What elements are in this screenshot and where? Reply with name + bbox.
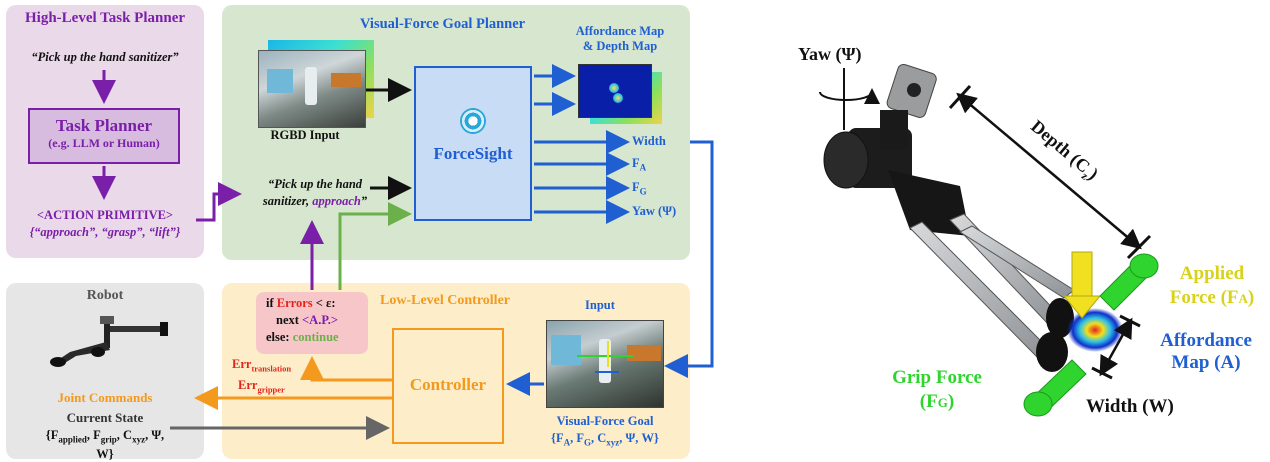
language-prompt: “Pick up the hand sanitizer, approach” <box>230 176 400 210</box>
action-primitive-set: {“approach”, “grasp”, “lift”} <box>29 225 181 239</box>
affordance-label-line-1: Affordance Map <box>575 24 665 38</box>
gripper-body <box>888 170 970 236</box>
prompt-text: sanitizer, <box>262 194 313 208</box>
goal-input-image <box>546 320 664 408</box>
yaw-label: Yaw (Ψ) <box>798 44 862 64</box>
robot-title: Robot <box>86 288 124 303</box>
controller-box: Controller <box>392 328 504 444</box>
output-width: Width <box>632 134 666 148</box>
forcesight-model-name: ForceSight <box>433 144 513 163</box>
error-labels: Errtranslation Errgripper <box>232 357 292 394</box>
task-planner-box-sub: (e.g. LLM or Human) <box>48 136 160 150</box>
rgbd-input-image <box>258 50 366 128</box>
gripper-illustration <box>819 63 1159 417</box>
condition-next-line: next <A.P.> <box>276 313 339 327</box>
arrow-primitive-to-prompt <box>196 182 242 222</box>
width-arrow <box>1099 317 1133 377</box>
current-state-label: Current State <box>66 410 144 425</box>
applied-force-label: Applied Force (FA) <box>1169 263 1255 308</box>
affordance-heatmap <box>1067 308 1123 352</box>
affordance-label-line-2: & Depth Map <box>582 39 658 53</box>
prompt-quote: ” <box>360 194 368 208</box>
task-planner-box: Task Planner (e.g. LLM or Human) <box>28 108 180 164</box>
task-instruction: “Pick up the hand sanitizer” <box>31 50 179 64</box>
task-planner-title: High-Level Task Planner <box>24 10 186 26</box>
grip-force-label: Grip Force (FG) <box>892 367 982 412</box>
rgbd-input-label: RGBD Input <box>270 128 340 142</box>
forcesight-model-box: ForceSight <box>414 66 532 221</box>
robot-panel <box>6 283 204 459</box>
output-applied-force: FA <box>632 156 647 173</box>
visual-force-goal-label: Visual-Force Goal <box>556 414 654 428</box>
prompt-line-2: sanitizer, approach” <box>230 193 400 210</box>
condition-if-line: if Errors < ε: <box>266 296 336 310</box>
arrow-controller-to-errors <box>300 356 392 382</box>
flow-arrows <box>92 64 714 440</box>
action-primitive-label: <ACTION PRIMITIVE> <box>36 208 174 222</box>
joint-commands-label: Joint Commands <box>57 390 153 405</box>
output-yaw: Yaw (Ψ) <box>632 204 677 218</box>
controller-label: Controller <box>409 375 487 394</box>
goal-planner-title: Visual-Force Goal Planner <box>360 16 526 32</box>
condition-else-line: else: continue <box>266 330 339 344</box>
prompt-line-1: “Pick up the hand <box>267 177 363 191</box>
forcesight-logo-icon <box>460 108 486 134</box>
condition-box: if Errors < ε: next <A.P.> else: continu… <box>256 292 368 354</box>
applied-force-arrow-icon <box>1071 251 1093 299</box>
arrow-goal-to-controller-input <box>664 140 714 378</box>
task-planner-box-title: Task Planner <box>55 116 153 135</box>
prompt-primitive: approach <box>312 194 361 208</box>
affordance-map-label: Affordance Map & Depth Map <box>558 24 682 54</box>
output-grip-force: FG <box>632 180 647 197</box>
width-label: Width (W) <box>1086 396 1174 417</box>
robot-image <box>50 316 168 367</box>
goal-input-label: Input <box>585 298 615 312</box>
arrow-continue <box>338 202 412 290</box>
affordance-map-image <box>578 64 652 118</box>
current-state-vector: {Fapplied, Fgrip, Cxyz, Ψ, W} <box>45 428 165 461</box>
affordance-map-figure-label: Affordance Map (A) <box>1160 330 1252 373</box>
visual-force-goal-vector: {FA, FG, Cxyz, Ψ, W} <box>551 431 659 448</box>
yaw-rotation-icon <box>819 88 880 105</box>
depth-arrow <box>956 92 1142 250</box>
controller-panel-title: Low-Level Controller <box>380 293 510 308</box>
